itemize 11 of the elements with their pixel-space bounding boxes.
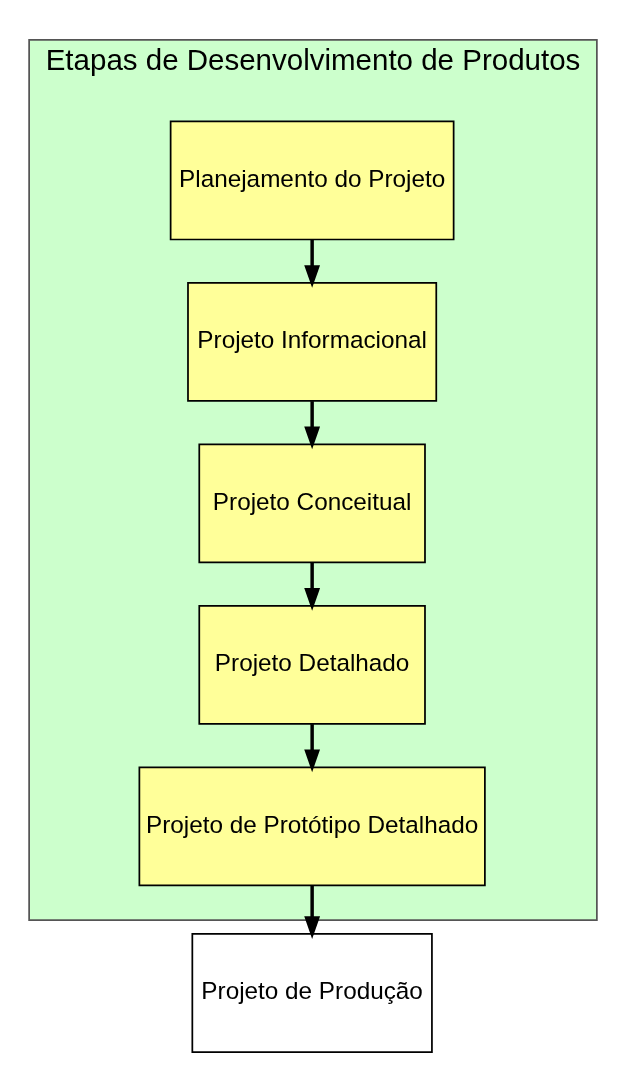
arrow	[304, 239, 321, 288]
node-box: Planejamento do Projeto	[169, 120, 455, 241]
node-box: Projeto de Protótipo Detalhado	[138, 766, 486, 887]
arrow	[304, 401, 321, 450]
arrow	[304, 562, 321, 611]
node-box: Projeto Informacional	[187, 282, 438, 402]
arrow	[304, 885, 321, 939]
node-box: Projeto de Produção	[191, 933, 433, 1053]
node-box: Projeto Conceitual	[198, 443, 426, 564]
arrow	[304, 724, 321, 773]
node-box: Projeto Detalhado	[198, 604, 426, 725]
